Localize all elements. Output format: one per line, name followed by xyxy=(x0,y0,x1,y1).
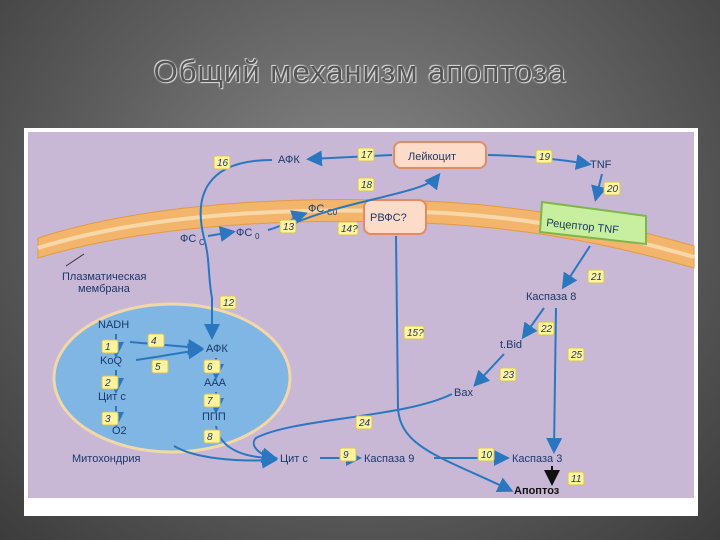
step-number: 5 xyxy=(155,362,161,373)
step-number: 10 xyxy=(481,450,493,461)
bax-label: Вах xyxy=(454,387,473,399)
leukocyte-label: Лейкоцит xyxy=(408,151,456,163)
step-number: 2 xyxy=(104,378,111,389)
koq-label: KoQ xyxy=(100,355,122,367)
tbid-label: t.Bid xyxy=(500,339,522,351)
step-number: 21 xyxy=(590,272,602,283)
step-number: 9 xyxy=(343,450,349,461)
apoptosis-diagram: Лейкоцит РВФС? Рецептор TNF АФК TNF ФС С… xyxy=(24,128,698,516)
slide-title: Общий механизм апоптоза xyxy=(0,54,720,90)
plasma-membrane-line-1: Плазматическая xyxy=(62,271,147,283)
fs-c0-mid-label: ФС xyxy=(236,227,252,239)
step-number: 6 xyxy=(207,362,213,373)
diagram-panel: Лейкоцит РВФС? Рецептор TNF АФК TNF ФС С… xyxy=(24,128,698,516)
step-number: 12 xyxy=(223,298,235,309)
nadh-label: NADH xyxy=(98,319,129,331)
step-number: 24 xyxy=(358,418,371,429)
step-number: 18 xyxy=(361,180,373,191)
step-number: 17 xyxy=(361,150,373,161)
fs-c-left-label: ФС xyxy=(180,233,196,245)
mitochondrion-shape xyxy=(54,304,290,452)
step-number: 7 xyxy=(207,396,213,407)
mitochondrion-label: Митохондрия xyxy=(72,453,140,465)
cyt-c-label: Цит с xyxy=(280,453,308,465)
apoptosis-label: Апоптоз xyxy=(514,485,560,497)
step-number: 4 xyxy=(151,336,157,347)
rvfs-label: РВФС? xyxy=(370,212,407,224)
o2-label: O2 xyxy=(112,425,127,437)
cyt-c-mito-label: Цит c xyxy=(98,391,126,403)
afk-top-label: АФК xyxy=(278,154,300,166)
aaa-label: ААА xyxy=(204,377,227,389)
step-number: 20 xyxy=(606,184,619,195)
step-number: 14? xyxy=(341,224,358,235)
caspase8-label: Каспаза 8 xyxy=(526,291,576,303)
step-number: 25 xyxy=(570,350,583,361)
afk-mito-label: АФК xyxy=(206,343,228,355)
ppp-label: ППП xyxy=(202,411,226,423)
step-number: 1 xyxy=(105,342,111,353)
step-number: 22 xyxy=(540,324,553,335)
tnf-label: TNF xyxy=(590,159,612,171)
step-number: 8 xyxy=(207,432,213,443)
step-number: 23 xyxy=(502,370,515,381)
step-number: 16 xyxy=(217,158,229,169)
step-number: 15? xyxy=(407,328,424,339)
step-number: 3 xyxy=(105,414,111,425)
step-number: 11 xyxy=(571,474,581,485)
step-number: 19 xyxy=(539,152,551,163)
step-number: 13 xyxy=(283,222,295,233)
plasma-membrane-line-2: мембрана xyxy=(78,283,131,295)
caspase3-label: Каспаза 3 xyxy=(512,453,562,465)
fs-c0-mid-sub: 0 xyxy=(255,232,260,241)
caspase9-label: Каспаза 9 xyxy=(364,453,414,465)
